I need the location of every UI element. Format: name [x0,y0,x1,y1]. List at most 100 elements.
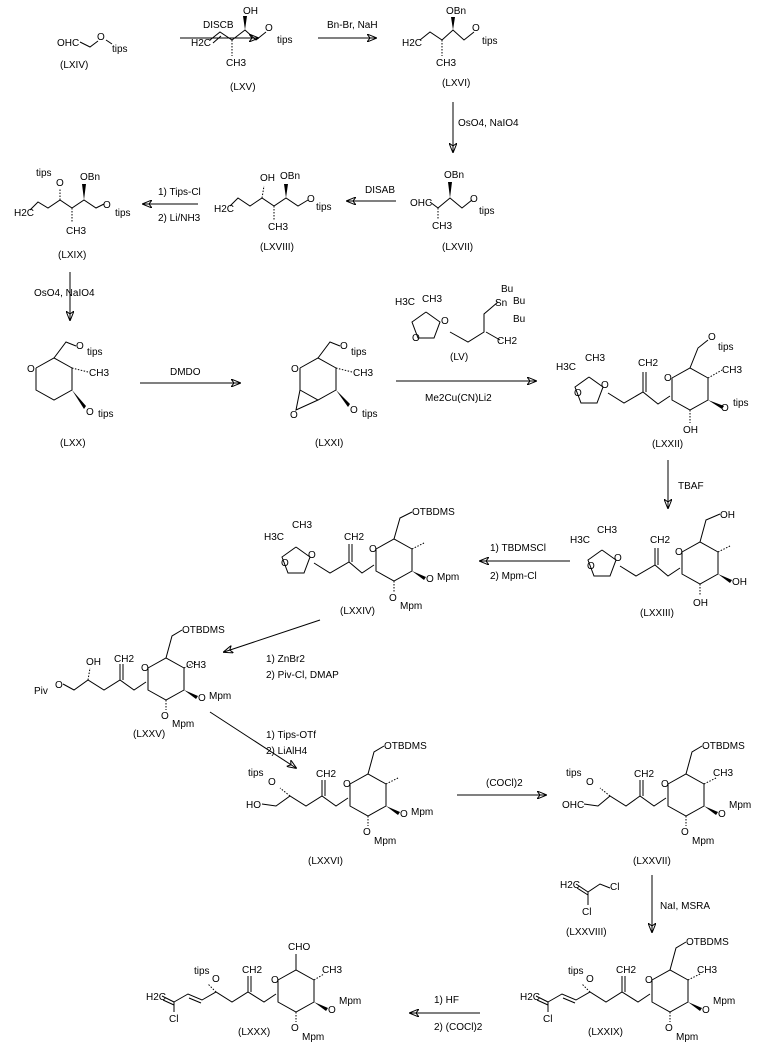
atom-label: Mpm [692,836,714,847]
atom-label: tips [362,409,378,420]
atom-label: O [389,593,397,604]
atom-label: O [328,1005,336,1016]
atom-label: OHC [57,38,79,49]
compound-label: (LXVII) [442,242,473,253]
atom-label: O [441,316,449,327]
atom-label: Mpm [729,800,751,811]
atom-label: O [363,827,371,838]
atom-label: Cl [543,1014,552,1025]
compound-LXXIX: H2C Cl tips O CH2 O OTBDMS CH3 O Mpm O M… [520,937,735,1043]
reagent-label: DMDO [170,367,201,378]
atom-label: CH3 [89,368,109,379]
atom-label: Piv [34,686,48,697]
atom-label: O [472,23,480,34]
compound-label: (LXIX) [58,250,86,261]
atom-label: Bu [513,314,525,325]
reagent-label: OsO4, NaIO4 [458,118,519,129]
atom-label: CH3 [186,660,206,671]
atom-label: O [307,194,315,205]
atom-label: O [702,1005,710,1016]
compound-LXIX: tips O OBn H2C O tips CH3 (LXIX) [14,168,131,261]
atom-label: CH3 [432,221,452,232]
reagent-label: 2) Piv-Cl, DMAP [266,670,339,681]
atom-label: OBn [280,171,300,182]
atom-label: O [86,407,94,418]
atom-label: tips [733,398,749,409]
reaction-arrow [224,619,321,652]
atom-label: Bu [501,284,513,295]
reagent-label: 2) (COCl)2 [434,1022,483,1033]
atom-label: tips [87,347,103,358]
reagent-label: Bn-Br, NaH [327,20,378,31]
compound-LXXVIII: H2C Cl Cl (LXXVIII) [560,880,619,938]
compound-label: (LXX) [60,438,86,449]
atom-label: O [586,777,594,788]
atom-label: OBn [444,170,464,181]
atom-label: H2C [520,992,540,1003]
atom-label: O [574,388,582,399]
atom-label: O [308,550,316,561]
atom-label: H2C [14,208,34,219]
atom-label: O [76,341,84,352]
reagent-label: Me2Cu(CN)Li2 [425,393,492,404]
atom-label: O [664,373,672,384]
compound-label: (LXXX) [238,1027,270,1038]
atom-label: O [97,32,105,43]
reagent-label: 1) ZnBr2 [266,654,305,665]
atom-label: OTBDMS [702,741,745,752]
atom-label: OH [260,173,275,184]
reagent-label: 1) Tips-OTf [266,730,316,741]
atom-label: CH2 [650,535,670,546]
atom-label: CH3 [226,58,246,69]
atom-label: O [661,779,669,790]
compound-LXXIV: H3C CH3 O O CH2 O OTBDMS O Mpm O Mpm (LX… [264,507,459,617]
atom-label: tips [351,347,367,358]
atom-label: Mpm [172,719,194,730]
atom-label: O [290,410,298,421]
atom-label: H3C [570,535,590,546]
reagent-label: 1) HF [434,995,459,1006]
compound-LXV: OH H2C O tips CH3 (LXV) [191,6,293,93]
atom-label: CH3 [268,222,288,233]
compound-label: (LXIV) [60,60,88,71]
atom-label: Mpm [302,1032,324,1043]
atom-label: O [198,693,206,704]
atom-label: O [587,561,595,572]
atom-label: H3C [556,362,576,373]
atom-label: tips [194,966,210,977]
atom-label: H2C [560,880,580,891]
atom-label: H2C [191,38,211,49]
atom-label: O [265,23,273,34]
reagent-label: TBAF [678,481,704,492]
atom-label: H2C [146,992,166,1003]
atom-label: CH2 [242,965,262,976]
atom-label: OTBDMS [384,741,427,752]
atom-label: CH3 [353,368,373,379]
atom-label: O [350,405,358,416]
atom-label: OTBDMS [182,625,225,636]
compound-label: (LV) [450,352,468,363]
atom-label: O [708,332,716,343]
atom-label: CH2 [497,336,517,347]
atom-label: tips [115,208,131,219]
reagent-label: 1) Tips-Cl [158,187,201,198]
compound-label: (LXXIV) [340,606,375,617]
atom-label: CH2 [634,769,654,780]
atom-label: Mpm [676,1032,698,1043]
atom-label: O [412,333,420,344]
atom-label: CH3 [585,353,605,364]
atom-label: tips [248,768,264,779]
compound-LV: H3C CH3 O O CH2 Sn Bu Bu Bu (LV) [395,284,525,363]
atom-label: CH3 [292,520,312,531]
atom-label: H3C [264,532,284,543]
reagent-label: DISCB [203,20,234,31]
atom-label: CH2 [316,769,336,780]
atom-label: CH3 [597,525,617,536]
atom-label: Cl [582,907,591,918]
atom-label: O [426,574,434,585]
reagent-label: OsO4, NaIO4 [34,288,95,299]
compound-LXVI: OBn H2C O tips CH3 (LXVI) [402,6,498,89]
atom-label: CH3 [697,965,717,976]
reagent-label: 2) LiAlH4 [266,746,308,757]
reagent-label: 2) Li/NH3 [158,213,201,224]
